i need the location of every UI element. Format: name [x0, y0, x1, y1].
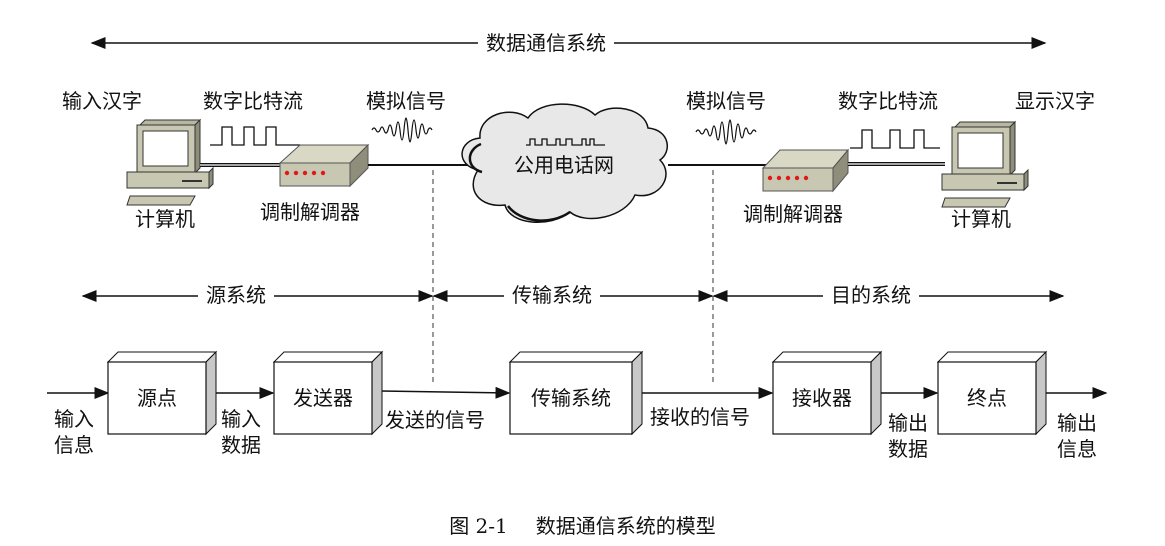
output-data-label: 输出 数据	[888, 410, 928, 462]
display-chinese-label: 显示汉字	[1015, 89, 1095, 113]
destination-system-label: 目的系统	[823, 283, 919, 307]
input-data-label: 输入 数据	[221, 406, 261, 458]
right-modem-icon	[761, 148, 850, 193]
input-info-line1: 输入	[54, 407, 94, 431]
right-bitstream-label: 数字比特流	[838, 89, 938, 113]
network-digital-wave	[526, 138, 605, 146]
right-modem-label: 调制解调器	[743, 202, 843, 226]
input-chinese-label: 输入汉字	[62, 89, 142, 113]
network-label: 公用电话网	[514, 153, 614, 177]
right-computer-label: 计算机	[951, 207, 1011, 231]
right-computer-icon	[941, 120, 1029, 208]
block-transmission-system: 传输系统	[531, 386, 611, 410]
box-transmitter	[272, 350, 384, 436]
left-analog-wave	[371, 117, 433, 143]
right-analog-label: 模拟信号	[686, 89, 766, 113]
output-info-line2: 信息	[1057, 437, 1097, 461]
source-system-label: 源系统	[198, 283, 274, 307]
transmission-system-label: 传输系统	[504, 283, 600, 307]
left-analog-label: 模拟信号	[366, 89, 446, 113]
left-computer-icon	[126, 118, 214, 206]
right-analog-wave	[695, 119, 757, 145]
left-square-wave	[210, 126, 300, 146]
input-info-label: 输入 信息	[54, 406, 94, 458]
output-info-label: 输出 信息	[1057, 410, 1097, 462]
input-info-line2: 信息	[54, 433, 94, 457]
received-signal-label: 接收的信号	[650, 405, 750, 429]
block-receiver: 接收器	[792, 386, 852, 410]
block-destination: 终点	[967, 386, 1007, 410]
input-data-line2: 数据	[221, 433, 261, 457]
left-modem-label: 调制解调器	[260, 200, 360, 224]
box-receiver	[771, 350, 883, 436]
output-data-line1: 输出	[888, 411, 928, 435]
right-square-wave	[850, 129, 940, 149]
box-transmission-system	[508, 350, 644, 436]
network-cloud-icon	[461, 103, 669, 223]
box-source	[106, 350, 218, 436]
input-data-line1: 输入	[221, 407, 261, 431]
output-data-line2: 数据	[888, 437, 928, 461]
top-span-label: 数据通信系统	[478, 31, 614, 55]
sent-signal-label: 发送的信号	[385, 408, 485, 432]
figure-title: 数据通信系统的模型	[535, 514, 716, 538]
output-info-line1: 输出	[1057, 411, 1097, 435]
flow-arrow-transmitter-channel	[379, 386, 511, 399]
box-destination	[936, 350, 1048, 436]
figure-caption: 图 2-1 数据通信系统的模型	[0, 510, 1165, 539]
figure-number: 图 2-1	[449, 514, 508, 538]
left-computer-label: 计算机	[135, 207, 195, 231]
block-source: 源点	[137, 386, 177, 410]
left-bitstream-label: 数字比特流	[203, 89, 303, 113]
left-modem-icon	[278, 143, 370, 188]
block-transmitter: 发送器	[293, 386, 353, 410]
